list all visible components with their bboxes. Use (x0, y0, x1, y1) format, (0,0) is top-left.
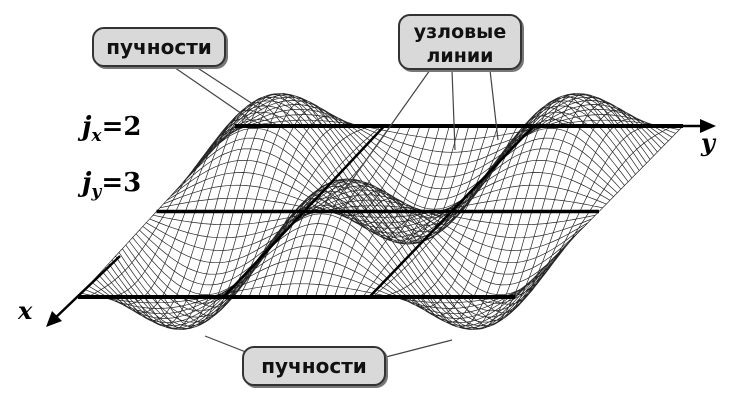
x-axis-label: x (18, 296, 32, 325)
jy-parameter: jy=3 (82, 168, 141, 202)
nodal-lines-text-1: узловые (400, 20, 520, 44)
antinodes-label-bottom: пучности (242, 346, 386, 386)
leader-nodal-2 (452, 70, 455, 150)
jy-subscript: y (91, 182, 101, 202)
leader-nodal-1 (345, 70, 430, 190)
nodal-lines-label: узловые линии (398, 14, 522, 70)
jx-value: =2 (102, 112, 142, 142)
jx-subscript: x (91, 126, 101, 146)
antinodes-text-bottom: пучности (261, 354, 367, 378)
base-plane-outline (78, 126, 683, 297)
leader-antinode-bottom-2 (382, 340, 452, 358)
antinodes-label-top: пучности (92, 27, 226, 67)
antinodes-text-top: пучности (106, 35, 212, 59)
leader-nodal-3 (490, 70, 498, 140)
jy-symbol: j (82, 168, 91, 198)
jx-symbol: j (82, 112, 91, 142)
jy-value: =3 (101, 168, 141, 198)
jx-parameter: jx=2 (82, 112, 141, 146)
x-axis-line (52, 256, 120, 321)
y-axis-label: y (701, 128, 715, 157)
nodal-lines-text-2: линии (400, 44, 520, 68)
leader-antinode-top-2 (168, 63, 248, 118)
